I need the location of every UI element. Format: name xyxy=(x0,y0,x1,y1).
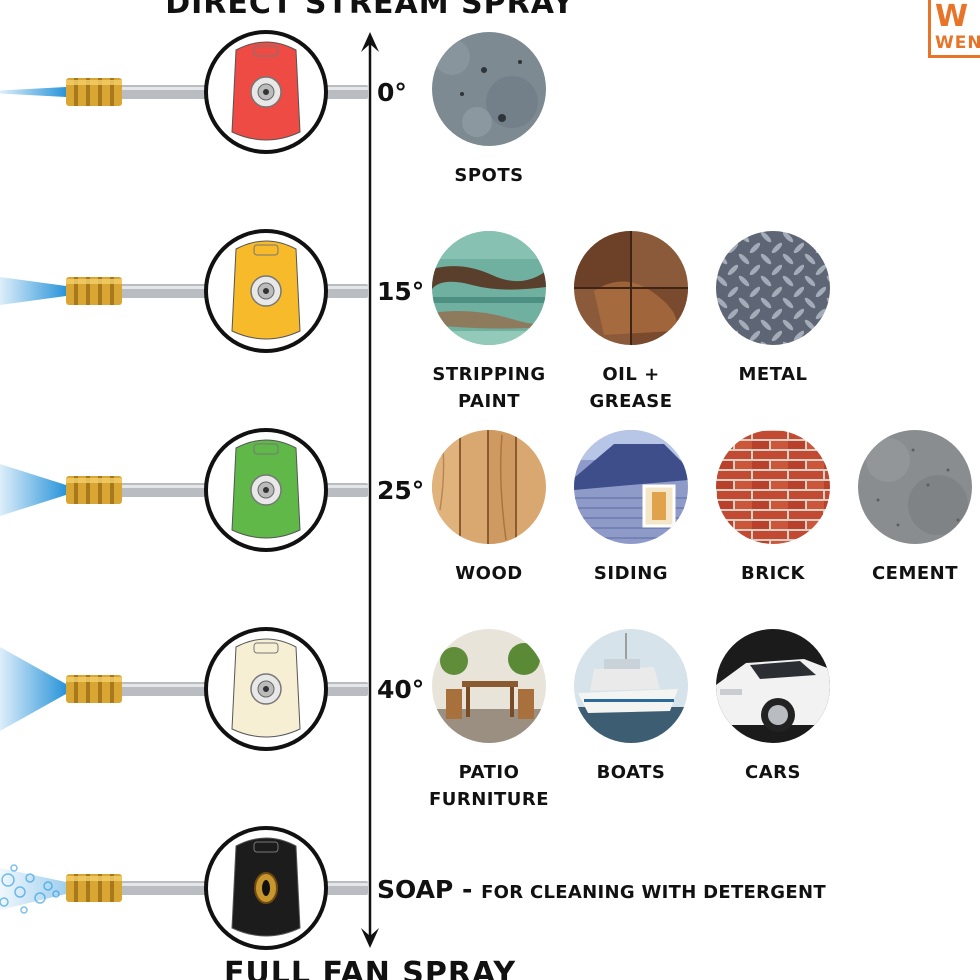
surface-label-boats: BOATS xyxy=(596,762,666,783)
nozzle-row-15 xyxy=(0,221,380,361)
diamond-plate-photo-icon xyxy=(716,231,830,345)
surface-brick: BRICK xyxy=(698,430,848,587)
double-arrow-axis-icon xyxy=(361,32,379,948)
cement-photo-icon xyxy=(858,430,972,544)
surface-spots: SPOTS xyxy=(414,32,564,189)
surface-wood: WOOD xyxy=(414,430,564,587)
surface-boats: BOATS xyxy=(556,629,706,786)
wen-logo: W WEN xyxy=(928,0,980,58)
surface-label-oil-grease: OIL + GREASE xyxy=(589,364,673,412)
soap-description: FOR CLEANING WITH DETERGENT xyxy=(481,882,826,903)
concrete-spots-photo-icon xyxy=(432,32,546,146)
soap-title: SOAP xyxy=(377,875,454,904)
degree-label-0: 0° xyxy=(377,78,407,107)
surface-label-spots: SPOTS xyxy=(454,165,524,186)
soap-label: SOAP - FOR CLEANING WITH DETERGENT xyxy=(377,875,826,904)
degree-label-15: 15° xyxy=(377,277,425,306)
soap-dash: - xyxy=(453,875,482,904)
surface-label-wood: WOOD xyxy=(455,563,523,584)
nozzle-15-yellow-icon xyxy=(0,229,368,353)
nozzle-25-green-icon xyxy=(0,428,368,552)
nozzle-0-red-icon xyxy=(0,30,368,154)
surface-cement: CEMENT xyxy=(840,430,980,587)
nozzle-row-soap xyxy=(0,818,380,958)
nozzle-row-40 xyxy=(0,619,380,759)
degree-label-40: 40° xyxy=(377,675,425,704)
surface-stripping-paint: STRIPPING PAINT xyxy=(414,231,564,415)
boats-photo-icon xyxy=(574,629,688,743)
surface-oil-grease: OIL + GREASE xyxy=(556,231,706,415)
nozzle-row-25 xyxy=(0,420,380,560)
logo-text: WEN xyxy=(935,33,980,53)
surface-label-stripping-paint: STRIPPING PAINT xyxy=(432,364,546,412)
nozzle-soap-black-icon xyxy=(0,826,368,950)
patio-furniture-photo-icon xyxy=(432,629,546,743)
nozzle-row-0 xyxy=(0,22,380,162)
house-siding-photo-icon xyxy=(574,430,688,544)
heading-full-fan: FULL FAN SPRAY xyxy=(223,956,517,980)
surface-label-brick: BRICK xyxy=(741,563,805,584)
surface-label-cement: CEMENT xyxy=(871,563,959,584)
surface-siding: SIDING xyxy=(556,430,706,587)
surface-cars: CARS xyxy=(698,629,848,786)
surface-label-siding: SIDING xyxy=(593,563,669,584)
peeling-paint-photo-icon xyxy=(432,231,546,345)
wood-planks-photo-icon xyxy=(432,430,546,544)
surface-label-cars: CARS xyxy=(745,762,801,783)
logo-w-mark: W xyxy=(935,0,969,34)
degree-label-25: 25° xyxy=(377,476,425,505)
surface-label-patio-furniture: PATIO FURNITURE xyxy=(428,762,550,810)
surface-patio-furniture: PATIO FURNITURE xyxy=(414,629,564,813)
heading-direct-stream: DIRECT STREAM SPRAY xyxy=(165,0,575,21)
brick-wall-photo-icon xyxy=(716,430,830,544)
oil-stain-photo-icon xyxy=(574,231,688,345)
surface-label-metal: METAL xyxy=(738,364,808,385)
nozzle-40-white-icon xyxy=(0,627,368,751)
car-photo-icon xyxy=(716,629,830,743)
surface-metal: METAL xyxy=(698,231,848,388)
